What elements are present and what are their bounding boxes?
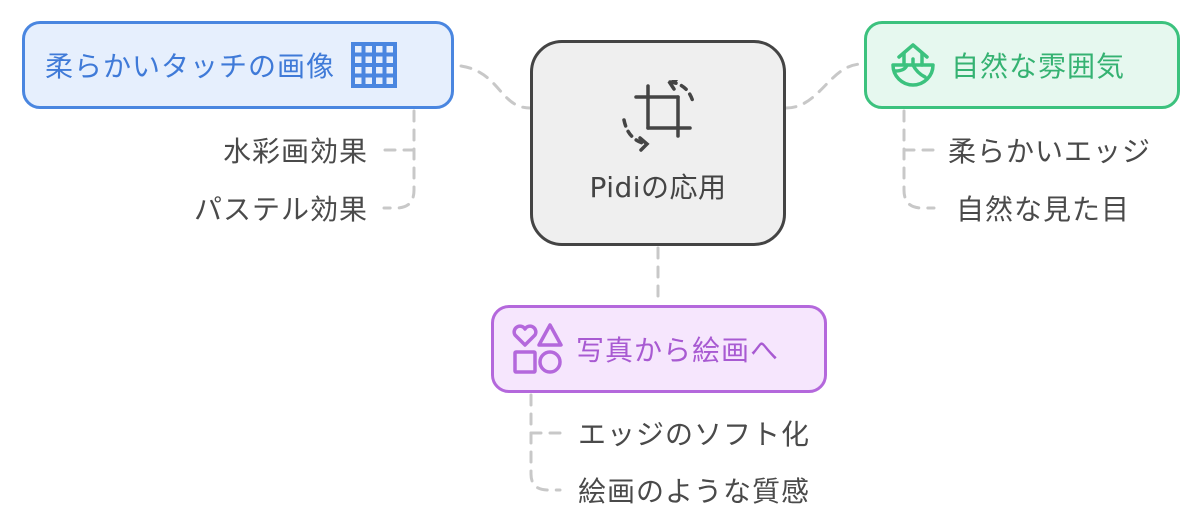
leaf-watercolor: 水彩画効果 bbox=[222, 135, 368, 168]
connector-natural-children bbox=[902, 109, 936, 210]
grid-mesh-icon bbox=[349, 40, 399, 90]
leaf-edge-softening: エッジのソフト化 bbox=[578, 418, 811, 451]
connector-center-natural bbox=[784, 62, 864, 110]
center-node[interactable]: Pidiの応用 bbox=[530, 40, 786, 246]
house-landscape-icon bbox=[889, 41, 937, 89]
shapes-icon bbox=[512, 323, 564, 375]
connector-soft-children bbox=[382, 109, 416, 210]
branch-node-photo-to-painting[interactable]: 写真から絵画へ bbox=[491, 305, 827, 393]
leaf-natural-look: 自然な見た目 bbox=[956, 193, 1131, 226]
center-label: Pidiの応用 bbox=[589, 171, 727, 204]
branch-label: 自然な雰囲気 bbox=[951, 50, 1126, 83]
branch-node-soft-touch[interactable]: 柔らかいタッチの画像 bbox=[22, 21, 454, 109]
crop-rotate-icon bbox=[616, 80, 700, 152]
connector-photo-children bbox=[529, 393, 562, 492]
leaf-painterly-texture: 絵画のような質感 bbox=[578, 475, 811, 508]
leaf-pastel: パステル効果 bbox=[193, 193, 368, 226]
branch-label: 柔らかいタッチの画像 bbox=[45, 50, 336, 83]
branch-label: 写真から絵画へ bbox=[576, 334, 780, 367]
branch-node-natural[interactable]: 自然な雰囲気 bbox=[864, 21, 1180, 109]
leaf-soft-edge: 柔らかいエッジ bbox=[948, 135, 1152, 168]
connector-soft-center bbox=[459, 64, 532, 110]
